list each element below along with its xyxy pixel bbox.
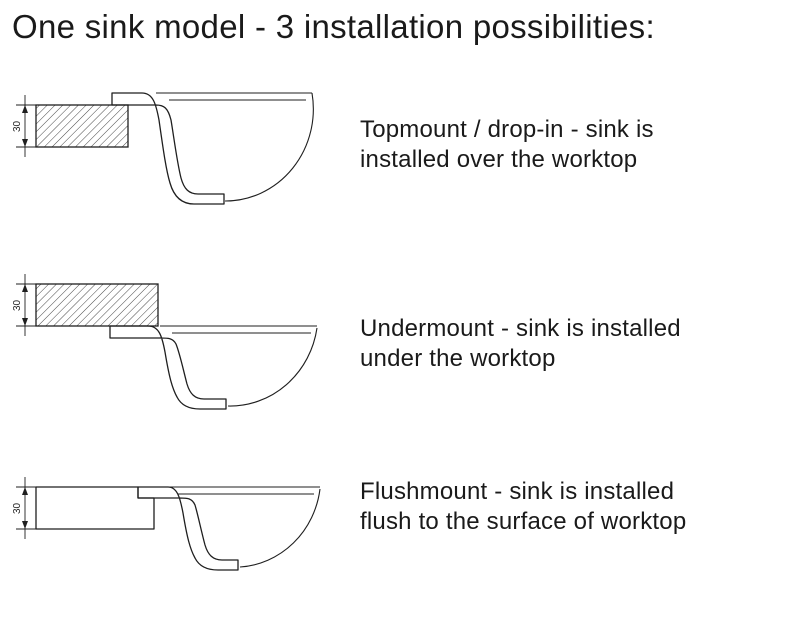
- sink-section: [137, 486, 239, 571]
- dimension-arrow-up: [22, 105, 28, 113]
- dimension-label: 30: [12, 502, 23, 514]
- worktop-section: [35, 486, 155, 530]
- row-undermount: 30 Undermount - sink is installed under …: [12, 266, 790, 421]
- topmount-diagram: 30: [12, 92, 314, 205]
- dimension-arrow-down: [22, 139, 28, 147]
- caption-topmount: Topmount / drop-in - sink is installed o…: [360, 116, 654, 173]
- dimension-30: 30: [12, 95, 36, 157]
- dimension-arrow-up: [22, 487, 28, 495]
- dimension-30: 30: [12, 274, 36, 336]
- dimension-label: 30: [12, 299, 23, 311]
- dimension-30: 30: [12, 477, 36, 539]
- caption-flushmount: Flushmount - sink is installed flush to …: [360, 478, 687, 535]
- spacer: [12, 220, 790, 266]
- worktop-section: [35, 104, 129, 148]
- row-topmount: 30 Topmount / drop-in - sink is installe…: [12, 70, 790, 220]
- caption-undermount: Undermount - sink is installed under the…: [360, 314, 681, 372]
- dimension-arrow-down: [22, 521, 28, 529]
- worktop-section: [35, 283, 159, 327]
- flushmount-diagram: 30: [12, 477, 321, 571]
- undermount-diagram: 30: [12, 274, 318, 410]
- dimension-label: 30: [12, 120, 23, 132]
- sink-section: [111, 92, 225, 205]
- row-flushmount: 30 Flushmount - sink is installed flush …: [12, 467, 790, 592]
- bowl-arc: [239, 488, 321, 568]
- dimension-arrow-down: [22, 318, 28, 326]
- sink-section: [109, 325, 227, 410]
- bowl-arc: [224, 92, 314, 202]
- page-title: One sink model - 3 installation possibil…: [12, 8, 655, 45]
- dimension-arrow-up: [22, 284, 28, 292]
- spacer: [12, 421, 790, 467]
- bowl-arc: [227, 327, 318, 407]
